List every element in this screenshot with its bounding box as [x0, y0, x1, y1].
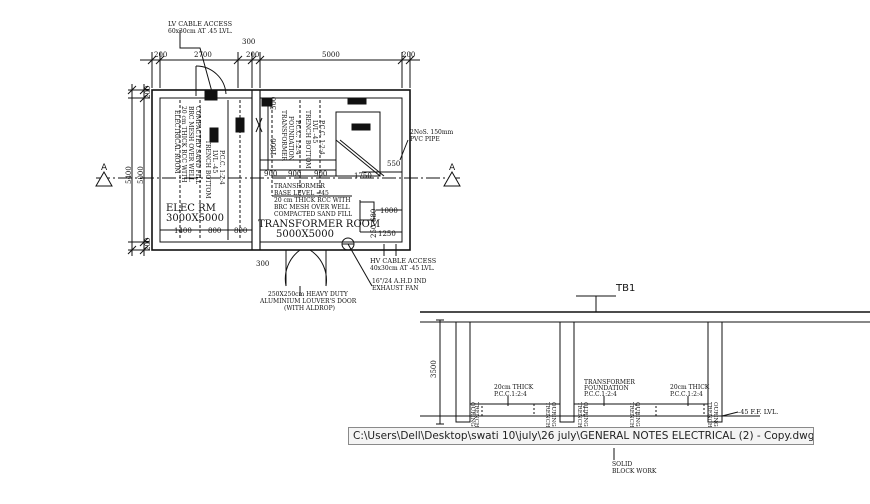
lv-access-label: LV CABLE ACCESS [168, 20, 232, 28]
dim-top-2700: 2700 [194, 51, 212, 59]
lv-access-size: 60x30cm AT .45 LVL. [168, 28, 233, 35]
dim-500: 500 [270, 97, 278, 110]
section-label-1b: P.C.C.1:2:4 [494, 391, 527, 398]
plan-outer-wall [151, 89, 411, 251]
dim-top-5000: 5000 [322, 51, 340, 59]
section-label-2c: P.C.C.1:2:4 [584, 391, 617, 398]
dim-left-200b: 200 [144, 238, 152, 251]
solid-label-2: BLOCK WORK [612, 468, 657, 475]
section-label-2a: TRANSFORMER [584, 379, 635, 386]
elec-floor-label-3: BRC MESH OVER WELL [187, 106, 194, 182]
section-trench-2: TRENCH [544, 402, 550, 428]
trans-found-2: FOUNDATION [287, 116, 294, 161]
door-label-1: 250X250cm HEAVY DUTY [268, 291, 349, 298]
section-mark-right: A [449, 163, 456, 173]
dim-800a: 800 [208, 227, 221, 235]
trans-room-name: TRANSFORMER ROOM [258, 219, 380, 230]
dim-680: 680 [370, 209, 378, 222]
dim-left-5000: 5000 [137, 166, 145, 184]
dim-1800: 1800 [270, 138, 278, 156]
section-height-dim: 3500 [430, 360, 438, 378]
tbase-label-4: BRC MESH OVER WELL [274, 204, 350, 211]
dim-1250: 1250 [378, 230, 396, 238]
fan-label-1: 16"/24 A.H.D IND [372, 278, 427, 285]
trench-trans-1: TRENCH BOTTOM [304, 110, 311, 169]
section-ouring-3: OURING [582, 402, 588, 427]
solid-label-1: SOLID [612, 461, 632, 468]
dim-1750: 1750 [354, 172, 372, 180]
dim-left-200a: 200 [144, 86, 152, 99]
hv-access-size: 40x30cm AT -45 LVL. [370, 265, 435, 272]
section-mark-left: A [101, 163, 108, 173]
dim-900b: 900 [288, 170, 301, 178]
dim-900a: 900 [264, 170, 277, 178]
dim-1400: 1400 [174, 227, 192, 235]
section-ff-level: -45 F.F. LVL. [738, 408, 778, 416]
trench-elec-3: P.C.C. 1:2:4 [218, 150, 225, 185]
tbase-label-1: TRANSFORMER [274, 183, 325, 190]
dim-550: 550 [387, 160, 400, 168]
door-label-2: ALUMINIUM LOUVER'S DOOR [259, 298, 357, 305]
dim-1000: 1000 [380, 207, 398, 215]
section-title: TB1 [615, 283, 635, 294]
tbase-label-2: BASE LEVEL =45 [274, 190, 329, 197]
section-ouring-4: OURING [634, 402, 640, 427]
section-label-1a: 20cm THICK [494, 384, 534, 391]
dim-300: 300 [256, 260, 269, 268]
dim-800b: 800 [234, 227, 247, 235]
trench-elec-2: LVL -45 [211, 150, 218, 173]
elec-floor-label-1: ELECTRICAL ROOM [173, 110, 180, 174]
elec-floor-label-4: COMPACTED SAND FILL [194, 106, 201, 184]
pipe-label-2: PVC PIPE [410, 136, 440, 143]
dim-left-5400: 5400 [125, 166, 133, 184]
section-trench-3: TRENCH [576, 402, 582, 428]
section-ouring-2: OURING [550, 402, 556, 427]
door-label-3: (WITH ALDROP) [284, 305, 335, 312]
dim-top-200c: 200 [402, 51, 415, 59]
elec-room-name: ELEC RM [166, 203, 216, 214]
section-label-2b: FOUNDATION [584, 385, 629, 392]
hv-access-label: HV CABLE ACCESS [370, 257, 436, 265]
file-path-tooltip: C:\Users\Dell\Desktop\swati 10\july\26 j… [348, 427, 814, 445]
dim-900c: 900 [314, 170, 327, 178]
section-label-3b: P.C.C.1:2:4 [670, 391, 703, 398]
tbase-label-5: COMPACTED SAND FILL [274, 211, 352, 218]
section-trench-1: TRENCH [473, 402, 479, 428]
section-ouring-5: OURING [712, 402, 718, 427]
trans-room-size: 5000X5000 [276, 229, 334, 240]
dim-top-200a: 200 [154, 51, 167, 59]
dim-top-300: 300 [242, 38, 255, 46]
trans-found-1: TRANSFORMER [280, 110, 287, 161]
dim-250: 250 [370, 225, 378, 238]
elec-room-size: 3000X5000 [166, 213, 224, 224]
pipe-label-1: 2NoS. 150mm [410, 129, 454, 136]
tbase-label-3: 20 cm THICK RCC WITH [274, 197, 350, 204]
section-trench-4: TRENCH [628, 402, 634, 428]
elec-floor-label-2: 20 cm THICK RCC WITH [180, 106, 187, 182]
section-trench-5: TRENCH [706, 402, 712, 428]
dim-top-200b: 200 [246, 51, 259, 59]
section-ouring-1: OURING [469, 402, 475, 427]
trench-trans-2: LVL -45 [311, 120, 318, 143]
fan-label-2: EXHAUST FAN [372, 285, 419, 292]
trans-found-3: P.C.C. 1:2:4 [294, 120, 301, 155]
trench-trans-3: P.C.C. 1:2:4 [318, 120, 325, 155]
section-label-3a: 20cm THICK [670, 384, 710, 391]
trench-elec-1: TRENCH BOTTOM [204, 140, 211, 199]
